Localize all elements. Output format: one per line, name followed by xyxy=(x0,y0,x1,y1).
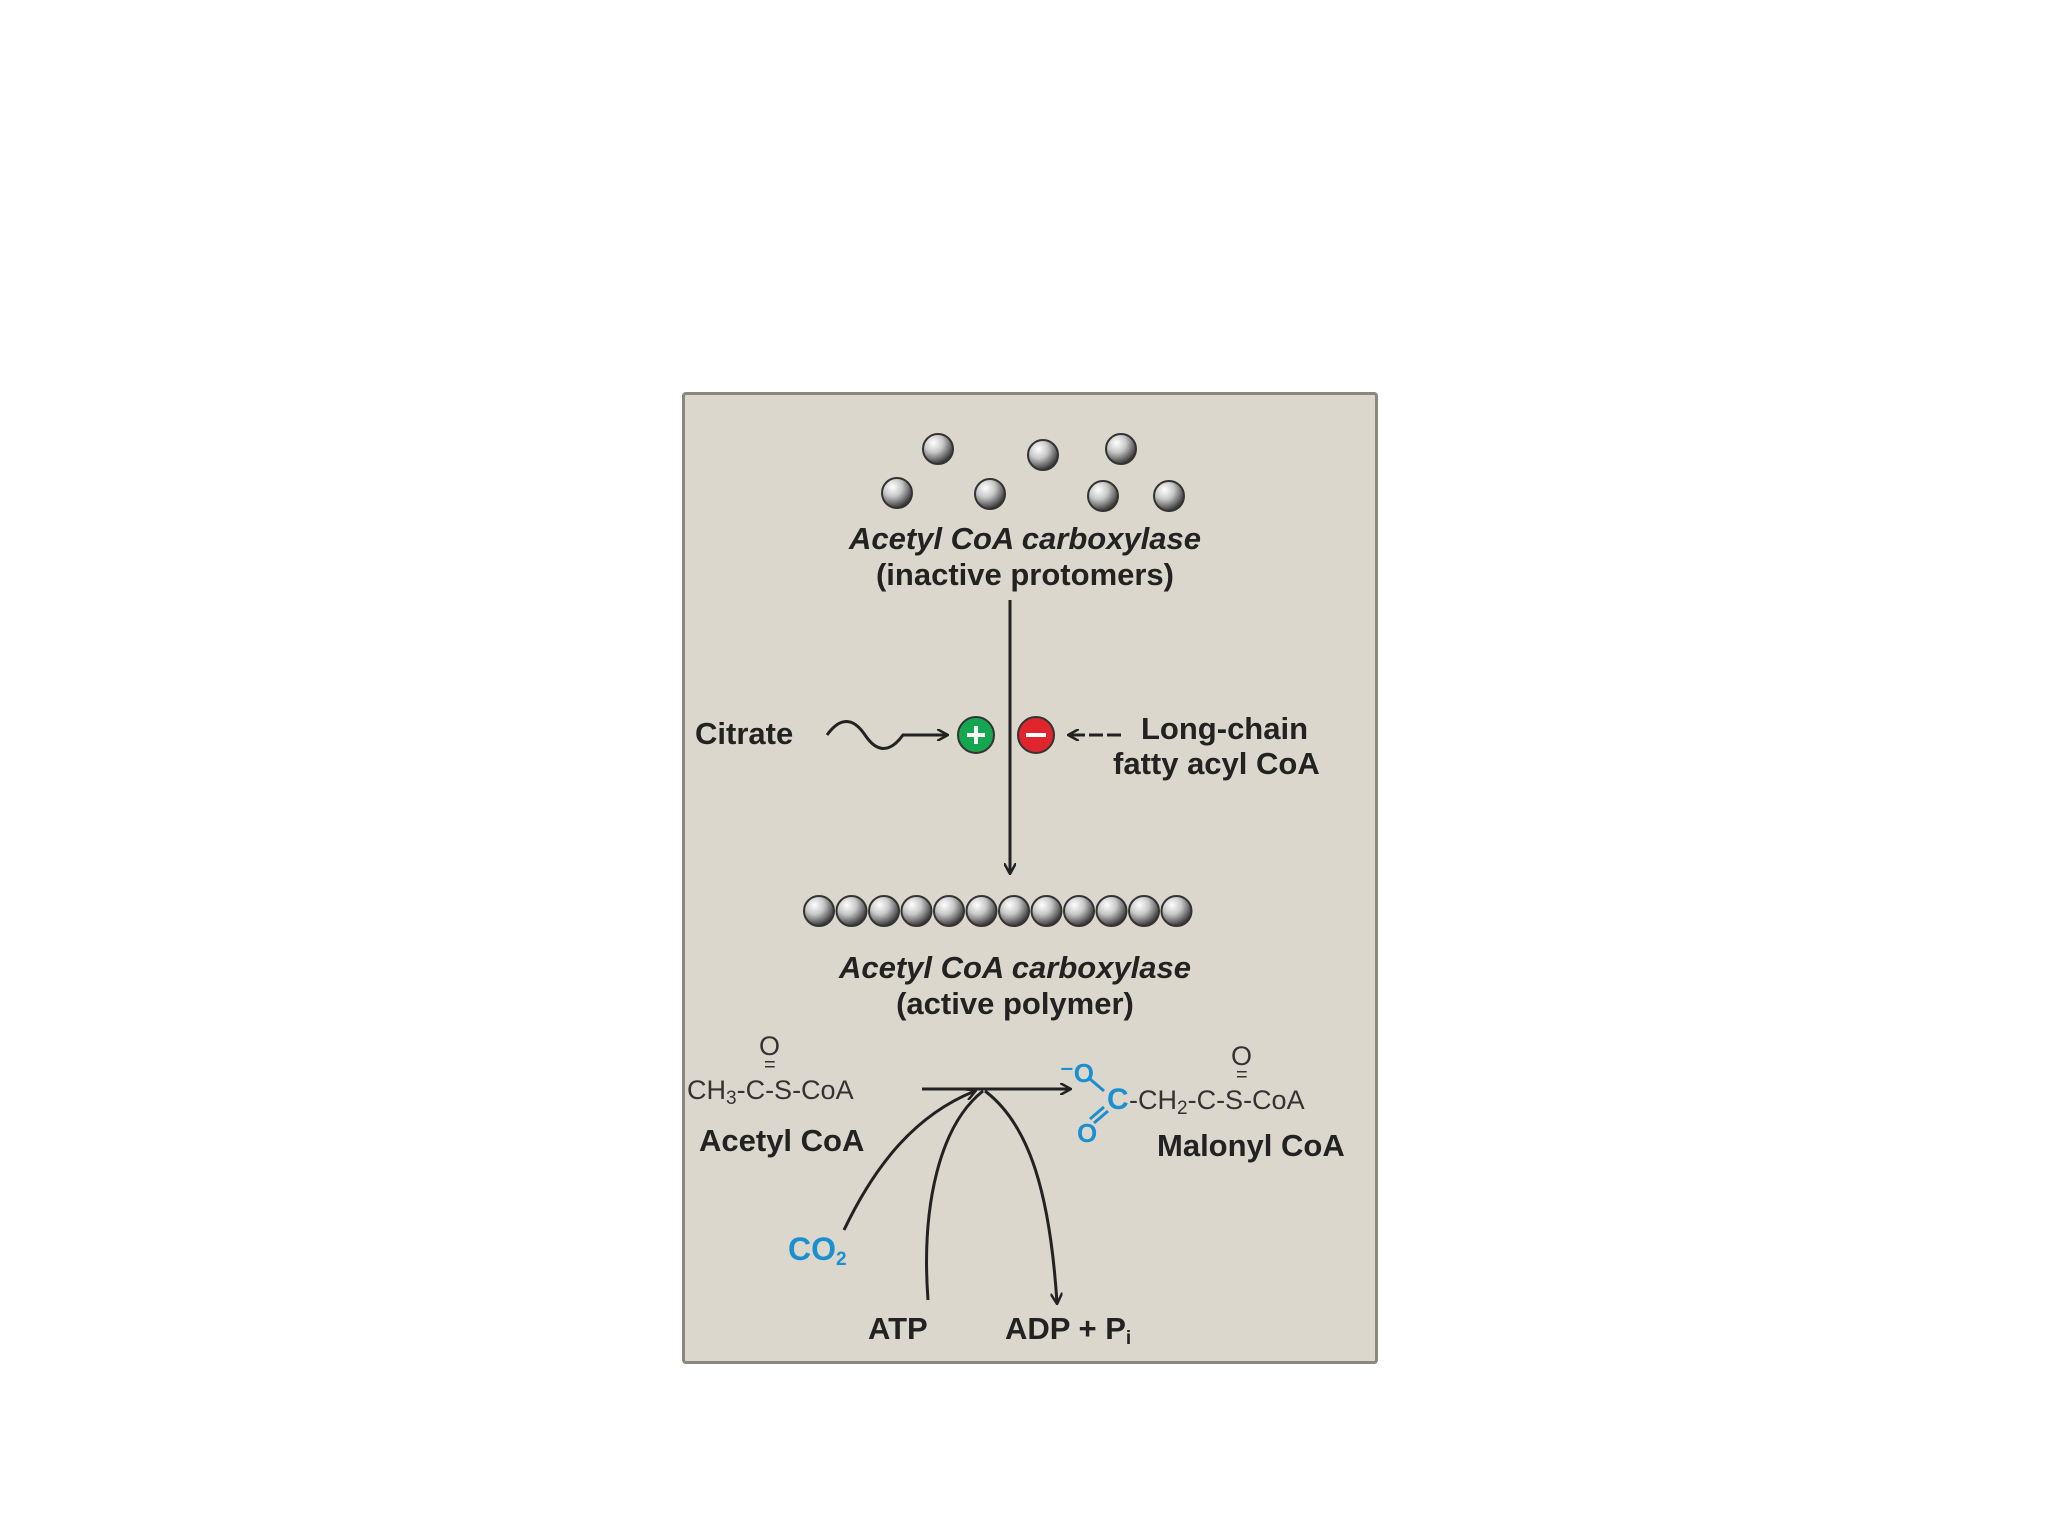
polymer-protomer xyxy=(933,895,965,927)
protomer xyxy=(1153,480,1185,512)
polymer-protomer xyxy=(965,895,998,927)
inactive-enzyme-state: (inactive protomers) xyxy=(875,557,1174,592)
carboxyl-bond-top xyxy=(1089,1077,1105,1093)
inhibitor-line2: fatty acyl CoA xyxy=(1113,746,1320,781)
protomer xyxy=(922,433,954,465)
co2-arrow xyxy=(842,1091,975,1231)
polymer-protomer xyxy=(1095,895,1128,927)
diagram-panel: Acetyl CoA carboxylase (inactive protome… xyxy=(682,392,1378,1364)
polymer-protomer xyxy=(1128,895,1160,927)
polymer-protomer xyxy=(998,895,1030,927)
acetyl-double-bond: = xyxy=(764,1054,776,1076)
active-polymer xyxy=(803,895,1193,927)
active-enzyme-name: Acetyl CoA carboxylase xyxy=(838,950,1192,985)
carboxyl-carbon: C xyxy=(1107,1083,1129,1116)
acetyl-formula: CH3-C-S-CoA xyxy=(687,1075,854,1109)
malonyl-double-bond: = xyxy=(1236,1064,1248,1086)
active-enzyme-state: (active polymer) xyxy=(896,986,1134,1021)
polymer-protomer xyxy=(835,895,868,927)
acetyl-coa-label: Acetyl CoA xyxy=(699,1123,865,1158)
inactive-enzyme-name: Acetyl CoA carboxylase xyxy=(848,521,1202,556)
adp-label: ADP + Pi xyxy=(1005,1311,1132,1349)
polymer-protomer xyxy=(1030,895,1063,927)
citrate-arrow xyxy=(825,720,947,750)
carboxyl-oxygen: O xyxy=(1077,1118,1098,1148)
polymer-protomer xyxy=(868,895,900,927)
protomer xyxy=(881,477,913,509)
polymer-protomer xyxy=(1160,895,1193,927)
carboxyl-bond-bottom xyxy=(1089,1105,1105,1121)
co2-label: CO2 xyxy=(788,1231,847,1270)
atp-arrow xyxy=(925,1089,984,1301)
carboxylate-oxygen: ⁻O xyxy=(1060,1058,1094,1088)
adp-arrow xyxy=(984,1089,1057,1303)
malonyl-carbonyl-oxygen: O xyxy=(1231,1041,1253,1071)
malonyl-formula: -CH2-C-S-CoA xyxy=(1129,1085,1305,1119)
activator-plus-icon xyxy=(957,716,995,754)
atp-label: ATP xyxy=(868,1311,928,1346)
citrate-label: Citrate xyxy=(695,716,794,751)
protomer xyxy=(1105,433,1137,465)
polymer-protomer xyxy=(1063,895,1095,927)
inactive-protomers xyxy=(881,433,1185,512)
carboxyl-bond-bottom-2 xyxy=(1093,1109,1109,1125)
diagram-graphics xyxy=(803,433,1193,1361)
protomer xyxy=(1087,480,1119,512)
protomer xyxy=(974,478,1006,510)
polymer-protomer xyxy=(900,895,933,927)
inhibitor-line1: Long-chain xyxy=(1141,711,1309,746)
acetyl-carbonyl-oxygen: O xyxy=(759,1031,781,1061)
malonyl-coa-label: Malonyl CoA xyxy=(1157,1128,1345,1163)
inhibitor-minus-icon xyxy=(1017,716,1055,754)
protomer xyxy=(1027,439,1059,471)
polymer-protomer xyxy=(803,895,835,927)
